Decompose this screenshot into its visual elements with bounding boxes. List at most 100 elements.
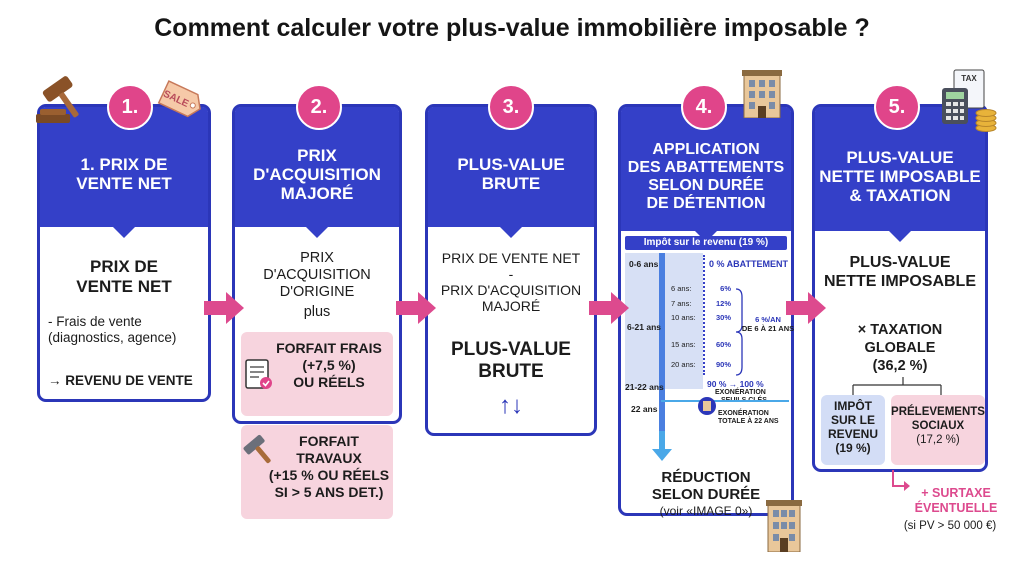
period-value: 90 % → 100 % <box>707 379 764 389</box>
threshold-line <box>661 400 789 402</box>
rate-note-line: DE 6 À 21 ANS <box>741 324 795 333</box>
step-1-detail-line: - Frais de vente <box>48 314 142 329</box>
surtaxe-line: ÉVENTUELLE <box>914 501 998 515</box>
hammer-icon <box>243 434 271 464</box>
step-4-footer-note: (voir «IMAGE 0») <box>659 504 753 518</box>
flow-arrow-icon <box>786 292 826 324</box>
gavel-icon <box>36 76 79 123</box>
step-3-formula-line: MAJORÉ <box>481 298 541 314</box>
brace-icon <box>735 288 743 376</box>
step-2-badge: 2. <box>296 84 342 130</box>
step-5-header-line: NETTE IMPOSABLE <box>819 166 981 186</box>
impot-line: (19 %) <box>835 441 871 455</box>
forfait-travaux-line: TRAVAUX <box>296 450 362 466</box>
tax-bar: Impôt sur le revenu (19 %) <box>625 236 787 250</box>
tick-year: 7 ans: <box>671 298 692 308</box>
step-1-badge: 1. <box>107 84 153 130</box>
flow-arrow-icon <box>204 292 244 324</box>
forfait-travaux-line: SI > 5 ANS DET.) <box>274 484 384 500</box>
flow-arrow-icon <box>396 292 436 324</box>
step-3-badge: 3. <box>488 84 534 130</box>
sale-tag-icon: SALE <box>157 80 201 118</box>
step-3-formula-line: - <box>508 266 514 282</box>
impot-line: REVENU <box>827 427 878 441</box>
step-5-main-line: PLUS-VALUE <box>849 254 951 271</box>
step-4-header-line: APPLICATION <box>652 141 760 158</box>
rate-note-line: 6 %/AN <box>755 315 781 324</box>
step-1-main-line: PRIX DE <box>89 257 159 276</box>
period-label: 0-6 ans <box>629 259 659 269</box>
tick-dotted-line <box>703 255 707 375</box>
surtaxe-note: (si PV > 50 000 €) <box>903 520 997 532</box>
step-3-header-line: PLUS-VALUE <box>457 155 565 174</box>
forfait-frais-line: OU RÉELS <box>293 374 365 390</box>
step-4-header-line: DE DÉTENTION <box>646 195 766 212</box>
prelevements-line: (17,2 %) <box>916 434 960 446</box>
step-4-footer-line: SELON DURÉE <box>651 486 761 503</box>
step-3-result-line: PLUS-VALUE <box>451 339 571 360</box>
surtaxe-arrow-icon <box>892 470 910 491</box>
period-sub: EXONÉRATION <box>715 389 766 396</box>
step-1-header-line: VENTE NET <box>76 174 172 193</box>
impot-revenu-box: IMPÔT SUR LE REVENU (19 %) <box>821 395 885 465</box>
step-3-formula-line: PRIX D'ACQUISITION <box>440 282 582 298</box>
step-2-main-line: PRIX <box>300 250 334 266</box>
building-small-icon <box>766 500 802 552</box>
surtaxe-line: + SURTAXE <box>921 486 991 500</box>
page-title: Comment calculer votre plus-value immobi… <box>154 14 870 42</box>
timeline-bar <box>659 253 665 431</box>
prelevements-line: SOCIAUX <box>911 420 965 432</box>
tick-pct: 60% <box>715 339 731 349</box>
step-2-header-line: PRIX <box>297 145 337 165</box>
forfait-travaux-box: FORFAIT TRAVAUX (+15 % OU RÉELS SI > 5 A… <box>241 425 393 519</box>
taxation-line: × TAXATION <box>857 322 943 338</box>
tick-pct: 30% <box>715 313 731 323</box>
step-2-card: PRIX D'ACQUISITION MAJORÉ PRIX D'ACQUISI… <box>232 104 402 519</box>
step-2-header: PRIX D'ACQUISITION MAJORÉ <box>235 107 399 238</box>
timeline-down-arrow-icon <box>652 431 672 461</box>
period-value: EXONÉRATION <box>718 410 769 417</box>
step-3-formula-line: PRIX DE VENTE NET <box>441 250 581 266</box>
step-1-header-line: 1. PRIX DE <box>80 155 168 174</box>
step-2-main-line: D'ORIGINE <box>279 284 355 300</box>
tick-year: 20 ans: <box>671 360 696 370</box>
calculator-tax-icon: TAX <box>942 69 997 132</box>
step-1-card: 1. PRIX DE VENTE NET PRIX DE VENTE NET -… <box>37 104 211 402</box>
tick-year: 15 ans: <box>671 339 696 349</box>
period-label: 6-21 ans <box>627 322 662 332</box>
up-down-arrows-icon: ↑↓ <box>499 392 523 419</box>
step-4-header-line: SELON DURÉE <box>648 177 764 194</box>
step-4-card: APPLICATION DES ABATTEMENTS SELON DURÉE … <box>618 104 795 518</box>
tick-year: 6 ans: <box>671 284 692 293</box>
tick-pct: 12% <box>715 298 731 308</box>
step-2-plus: plus <box>303 304 331 320</box>
step-1-main-line: VENTE NET <box>76 277 172 296</box>
taxation-line: GLOBALE <box>864 340 936 356</box>
step-5-main-line: NETTE IMPOSABLE <box>823 273 976 290</box>
step-1-detail-line: (diagnostics, agence) <box>48 330 177 345</box>
impot-line: SUR LE <box>830 413 875 427</box>
step-3-header-line: BRUTE <box>481 174 541 193</box>
period-label: 21-22 ans <box>625 382 664 392</box>
taxation-line: (36,2 %) <box>872 358 928 374</box>
prelevements-sociaux-box: PRÉLEVEMENTS SOCIAUX (17,2 %) <box>891 395 985 465</box>
step-4-header-line: DES ABATTEMENTS <box>627 159 785 176</box>
impot-line: IMPÔT <box>834 399 872 413</box>
building-badge-icon <box>698 397 716 415</box>
flow-arrow-icon <box>589 292 629 324</box>
tax-doc-text: TAX <box>961 74 977 83</box>
prelevements-line: PRÉLEVEMENTS <box>891 406 985 418</box>
step-5-header-line: PLUS-VALUE <box>846 147 954 167</box>
forfait-travaux-line: FORFAIT <box>299 433 359 449</box>
step-5-badge: 5. <box>874 84 920 130</box>
document-check-icon <box>245 359 272 389</box>
period-label: 22 ans <box>631 404 658 414</box>
tick-pct: 6% <box>720 284 731 293</box>
forfait-travaux-line: (+15 % OU RÉELS <box>268 467 390 483</box>
step-2-main-line: D'ACQUISITION <box>263 267 371 283</box>
step-2-header-line: D'ACQUISITION <box>253 164 381 184</box>
tick-pct: 90% <box>715 360 731 370</box>
step-4-footer-line: RÉDUCTION <box>661 469 751 486</box>
step-4-badge: 4. <box>681 84 727 130</box>
building-icon <box>742 70 782 118</box>
